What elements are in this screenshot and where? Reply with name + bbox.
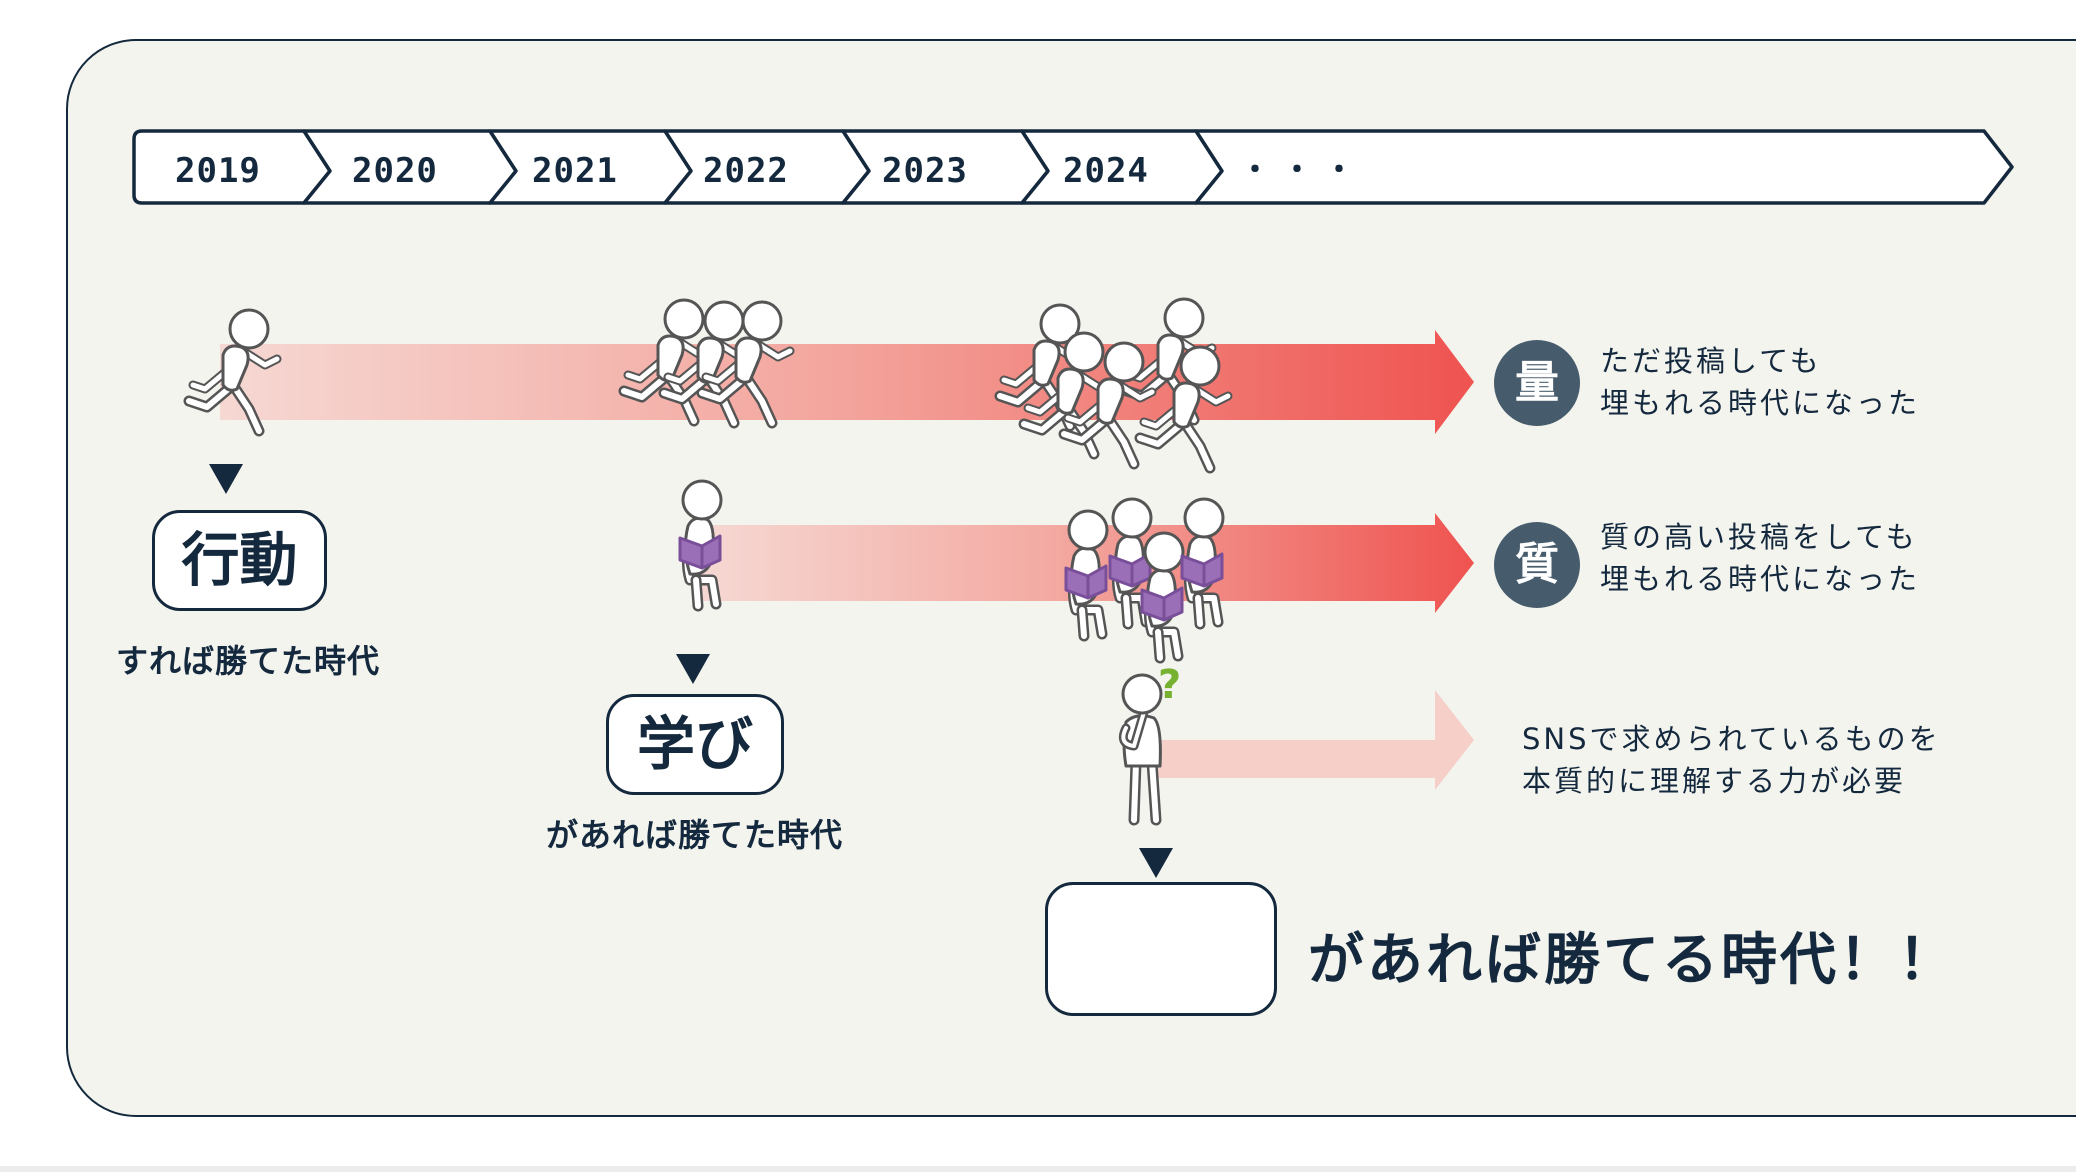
down-arrow-icon-action [209, 464, 243, 494]
quantity-badge: 量 [1494, 340, 1580, 426]
timeline-ellipsis: ・・・ [1240, 153, 1366, 188]
understanding-description-line1: SNSで求められているものを [1522, 722, 1941, 756]
year-label-2020: 2020 [352, 151, 438, 191]
timeline-segment-2019 [132, 129, 332, 205]
quantity-description: ただ投稿しても 埋もれる時代になった [1600, 340, 1920, 424]
era-caption-blank: があれば勝てる時代！！ [1308, 928, 1957, 993]
year-label-2021: 2021 [532, 151, 618, 191]
down-arrow-icon-blank [1139, 848, 1173, 878]
year-label-2019: 2019 [175, 151, 261, 191]
reader-figure-2023-d [1182, 499, 1223, 624]
bottom-divider [0, 1166, 2076, 1172]
quality-badge: 質 [1494, 522, 1580, 608]
era-caption-learning: があれば勝てた時代 [546, 816, 844, 854]
understanding-description: SNSで求められているものを 本質的に理解する力が必要 [1522, 718, 1941, 802]
era-box-blank [1045, 882, 1277, 1016]
quality-description-line2: 埋もれる時代になった [1600, 562, 1921, 596]
reader-figure-2021 [680, 481, 721, 606]
quantity-description-line2: 埋もれる時代になった [1600, 386, 1921, 420]
thinker-figure [1123, 675, 1161, 820]
down-arrow-icon-learning [676, 654, 710, 684]
era-caption-action: すれば勝てた時代 [116, 642, 381, 680]
reader-figure-2023-a [1066, 511, 1107, 636]
quantity-arrow [220, 330, 1474, 434]
quality-description-line1: 質の高い投稿をしても [1600, 520, 1918, 554]
understanding-description-line2: 本質的に理解する力が必要 [1522, 764, 1907, 798]
understanding-arrow [1148, 690, 1474, 790]
quality-description: 質の高い投稿をしても 埋もれる時代になった [1600, 516, 1920, 600]
era-box-learning: 学び [606, 694, 784, 795]
quantity-description-line1: ただ投稿しても [1600, 344, 1822, 378]
year-label-2024: 2024 [1063, 151, 1149, 191]
year-label-2022: 2022 [703, 151, 789, 191]
year-label-2023: 2023 [882, 151, 968, 191]
timeline-segment-future [1194, 129, 2014, 205]
question-mark-icon: ? [1158, 662, 1181, 708]
reader-figure-2023-c [1142, 533, 1183, 658]
era-box-action: 行動 [152, 510, 327, 611]
